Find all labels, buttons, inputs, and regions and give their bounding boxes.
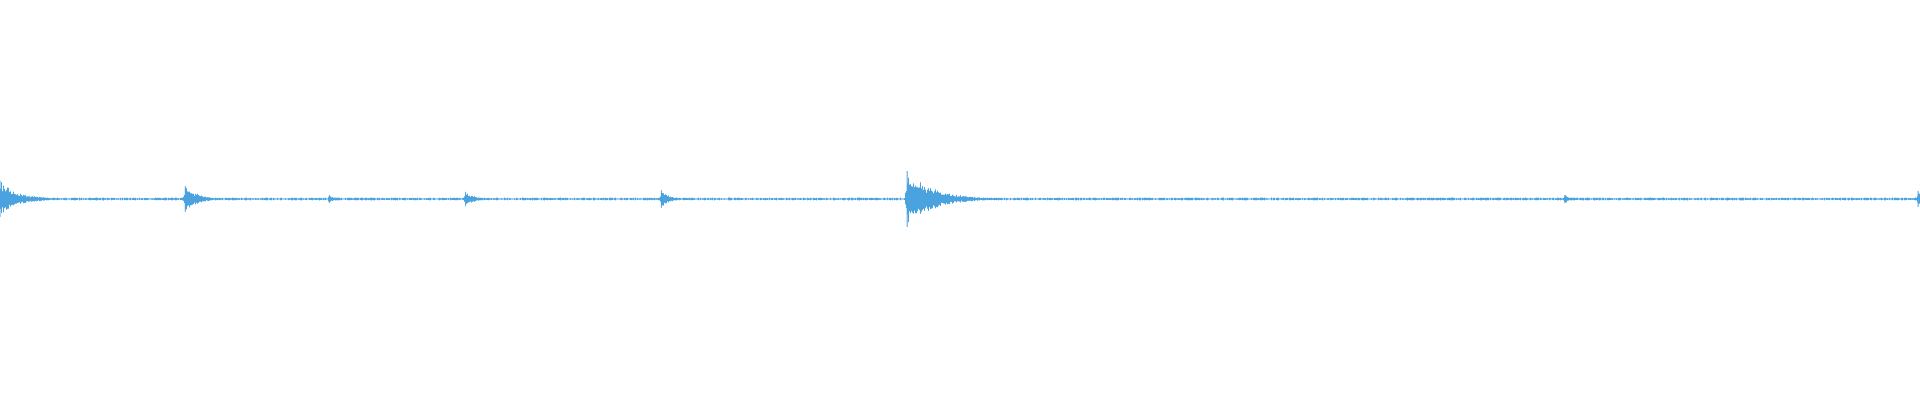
waveform-onset-2 bbox=[328, 195, 330, 203]
waveform-onset-4 bbox=[660, 190, 662, 208]
waveform-onset-3 bbox=[465, 191, 467, 207]
waveform-onset-end bbox=[1917, 191, 1919, 207]
waveform-onset-5 bbox=[906, 171, 908, 227]
waveform-onsets bbox=[0, 171, 1919, 227]
waveform-onset-start bbox=[0, 181, 1, 217]
waveform-onset-6 bbox=[1564, 195, 1566, 203]
waveform-onset-1 bbox=[184, 186, 186, 212]
